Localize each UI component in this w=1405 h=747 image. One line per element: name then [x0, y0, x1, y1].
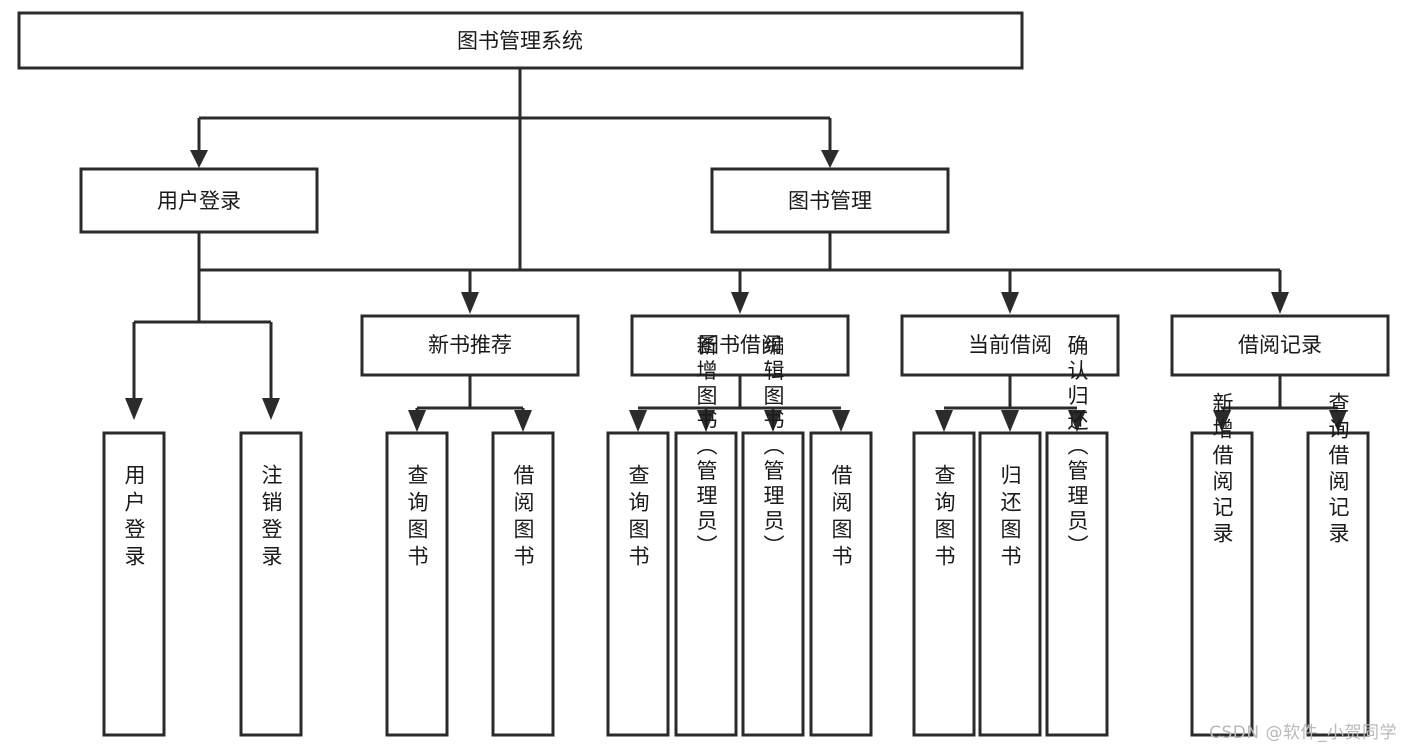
node-root-box[interactable] — [17, 11, 1024, 70]
node-current-borrow[interactable]: 当前借阅 — [900, 314, 1120, 377]
leaf-logout-label: 注销登录 — [259, 464, 283, 572]
node-user-login[interactable]: 用户登录 — [79, 167, 319, 234]
leaf-node[interactable]: 新增借阅记录 — [1190, 392, 1254, 737]
arrow-head-borrow-record — [1271, 292, 1289, 314]
leaf-node[interactable]: 借阅图书 — [491, 431, 555, 737]
leaf-cb-query-book-label: 查询图书 — [932, 464, 956, 572]
node-new-book-rec-box[interactable] — [360, 314, 580, 377]
node-new-book-rec[interactable]: 新书推荐 — [360, 314, 580, 377]
leaf-cb-confirm-return-label: 确认归还（管理员） — [1065, 335, 1089, 560]
leaf-node[interactable]: 新增图书（管理员） — [674, 335, 738, 737]
leaf-br-add-record-box[interactable] — [1190, 431, 1254, 737]
node-borrow-record[interactable]: 借阅记录 — [1170, 314, 1390, 377]
node-new-book-rec-label: 新书推荐 — [428, 333, 512, 357]
leaf-node[interactable]: 查询图书 — [912, 431, 976, 737]
leaf-bb-edit-book-label: 编辑图书（管理员） — [761, 335, 785, 560]
leaf-br-add-record-label: 新增借阅记录 — [1210, 392, 1234, 548]
node-user-login-box[interactable] — [79, 167, 319, 234]
connector-layer — [125, 68, 1347, 432]
leaf-br-query-record-label: 查询借阅记录 — [1326, 392, 1350, 548]
leaf-nbr-query-book-label: 查询图书 — [405, 464, 429, 572]
arrow-head-new-book-rec — [461, 292, 479, 314]
leaf-node[interactable]: 确认归还（管理员） — [1045, 335, 1109, 737]
arrow-head-current-borrow — [1001, 292, 1019, 314]
node-book-manage-label: 图书管理 — [788, 189, 872, 213]
arrow-head-nbr-leaf-1 — [408, 410, 426, 432]
node-borrow-record-box[interactable] — [1170, 314, 1390, 377]
node-borrow-record-label: 借阅记录 — [1238, 333, 1322, 357]
arrow-head-br-leaf-1 — [1213, 410, 1231, 432]
leaf-user-login-box[interactable] — [102, 431, 166, 737]
leaf-bb-add-book-box[interactable] — [674, 431, 738, 737]
leaf-node[interactable]: 查询借阅记录 — [1306, 392, 1370, 737]
leaf-node[interactable]: 用户登录 — [102, 431, 166, 737]
arrow-head-bb-leaf-3 — [764, 410, 782, 432]
leaf-nbr-query-book-box[interactable] — [385, 431, 449, 737]
leaf-bb-borrow-book-box[interactable] — [809, 431, 873, 737]
node-book-borrow[interactable]: 图书借阅 — [630, 314, 850, 377]
arrow-head-cb-leaf-1 — [935, 410, 953, 432]
node-current-borrow-label: 当前借阅 — [968, 333, 1052, 357]
leaf-nbr-borrow-book-label: 借阅图书 — [511, 464, 535, 572]
node-book-borrow-box[interactable] — [630, 314, 850, 377]
leaf-bb-add-book-label: 新增图书（管理员） — [694, 335, 718, 560]
leaf-bb-borrow-book-label: 借阅图书 — [829, 464, 853, 572]
leaf-cb-query-book-box[interactable] — [912, 431, 976, 737]
leaf-bb-query-book-label: 查询图书 — [626, 464, 650, 572]
leaf-node[interactable]: 注销登录 — [239, 431, 303, 737]
arrow-head-leaf-user-login — [125, 398, 143, 420]
node-book-manage[interactable]: 图书管理 — [710, 167, 950, 234]
leaf-node[interactable]: 借阅图书 — [809, 431, 873, 737]
arrow-head-leaf-logout — [262, 398, 280, 420]
node-root[interactable]: 图书管理系统 — [17, 11, 1024, 70]
leaf-nbr-borrow-book-box[interactable] — [491, 431, 555, 737]
arrow-head-book-manage — [821, 150, 839, 168]
leaf-bb-edit-book-box[interactable] — [741, 431, 805, 737]
node-book-manage-box[interactable] — [710, 167, 950, 234]
leaf-cb-return-book-label: 归还图书 — [998, 464, 1022, 572]
arrow-head-nbr-leaf-2 — [514, 410, 532, 432]
arrow-head-br-leaf-2 — [1329, 410, 1347, 432]
arrow-head-cb-leaf-3 — [1068, 410, 1086, 432]
arrow-head-cb-leaf-2 — [1001, 410, 1019, 432]
leaf-bb-query-book-box[interactable] — [606, 431, 670, 737]
leaf-node[interactable]: 查询图书 — [385, 431, 449, 737]
arrow-head-book-borrow — [731, 292, 749, 314]
node-user-login-label: 用户登录 — [157, 189, 241, 213]
arrow-head-user-login — [190, 150, 208, 168]
leaf-node[interactable]: 归还图书 — [978, 431, 1042, 737]
leaf-cb-return-book-box[interactable] — [978, 431, 1042, 737]
leaf-logout-box[interactable] — [239, 431, 303, 737]
leaf-cb-confirm-return-box[interactable] — [1045, 431, 1109, 737]
arrow-head-bb-leaf-1 — [629, 410, 647, 432]
node-book-borrow-label: 图书借阅 — [698, 333, 782, 357]
arrow-head-bb-leaf-4 — [832, 410, 850, 432]
node-current-borrow-box[interactable] — [900, 314, 1120, 377]
leaf-user-login-label: 用户登录 — [122, 464, 146, 572]
leaf-br-query-record-box[interactable] — [1306, 431, 1370, 737]
arrow-head-bb-leaf-2 — [697, 410, 715, 432]
leaf-node[interactable]: 编辑图书（管理员） — [741, 335, 805, 737]
node-root-label: 图书管理系统 — [457, 29, 583, 53]
leaf-node[interactable]: 查询图书 — [606, 431, 670, 737]
